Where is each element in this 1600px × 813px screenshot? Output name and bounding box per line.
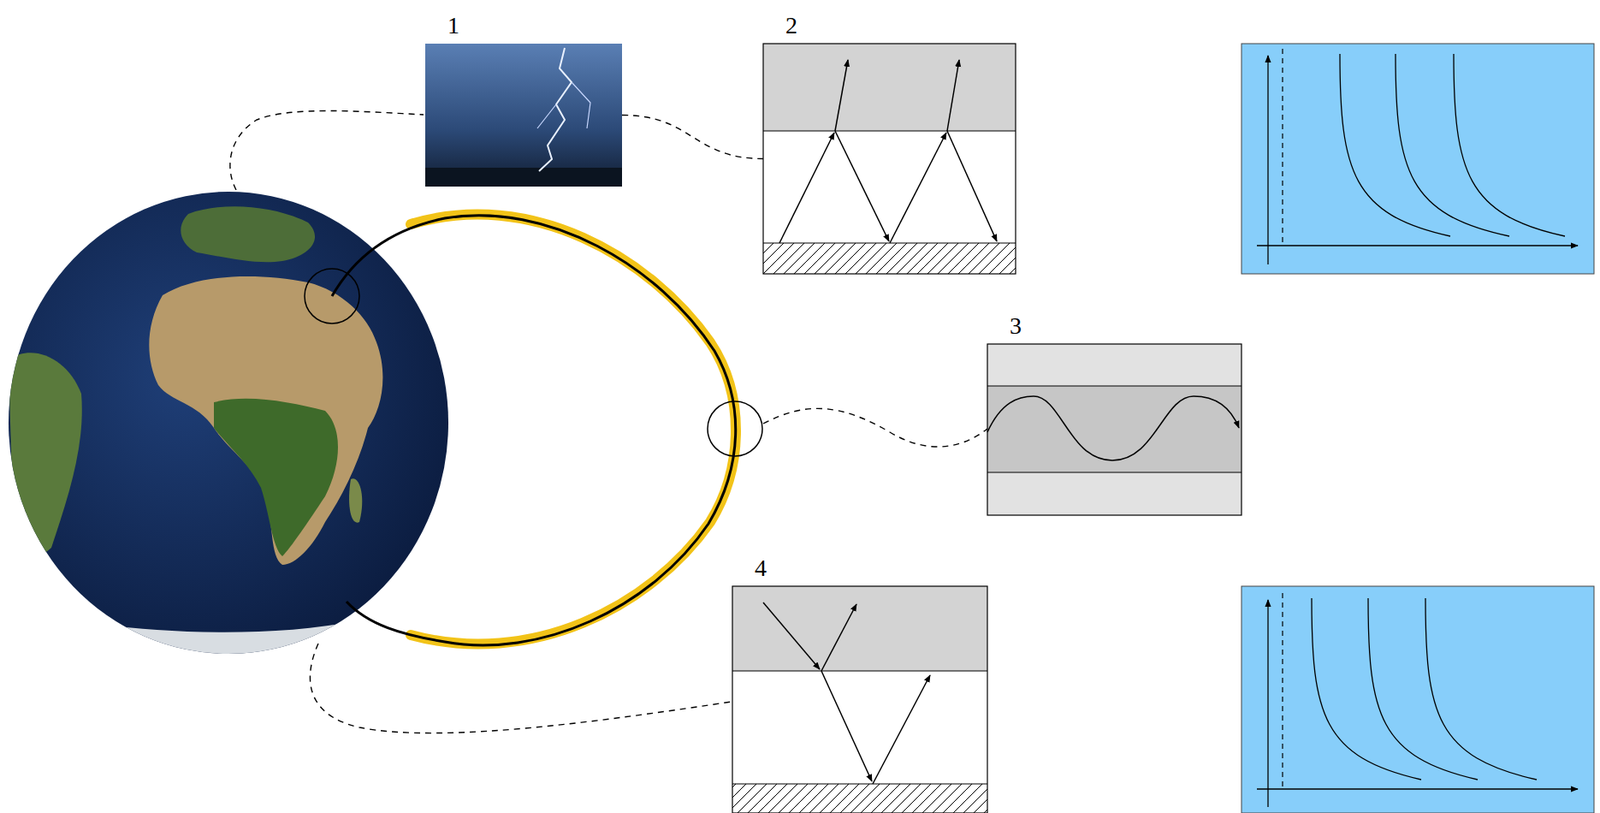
spectrogram-bottom: [1241, 586, 1595, 813]
dashed-connector: [622, 115, 764, 160]
callout-number: 1: [447, 12, 460, 39]
field-line-highlight: [410, 214, 736, 645]
panel-box: 3: [987, 343, 1242, 516]
lightning-photo: [425, 43, 623, 187]
panel-box: 1: [425, 43, 623, 187]
earth-globe: [8, 191, 449, 685]
panel-box: 4: [732, 586, 988, 813]
focus-circle: [707, 401, 763, 457]
panel-box: 2: [763, 43, 1016, 274]
duct-panel: [987, 343, 1242, 516]
spectrogram-top: [1241, 43, 1595, 274]
ionosphere-reflection-panel: [763, 43, 1016, 274]
callout-number: 2: [785, 12, 798, 39]
field-line: [331, 215, 736, 646]
ionosphere-entry-panel: [732, 586, 988, 813]
callout-number: 4: [754, 555, 767, 581]
callout-number: 3: [1009, 313, 1022, 339]
